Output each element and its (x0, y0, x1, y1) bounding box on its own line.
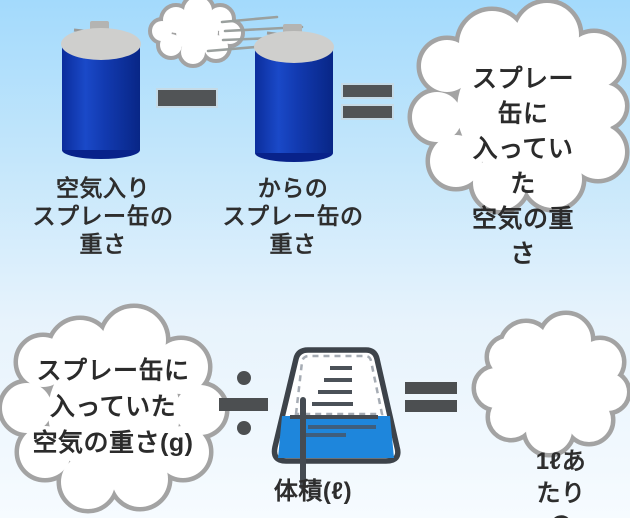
can-empty-weight-label: からの スプレー缶の 重さ (222, 175, 364, 257)
volume-label: 体積(ℓ) (273, 478, 353, 505)
equals-bar (343, 106, 392, 118)
equals-bar (405, 400, 457, 412)
equals-bar (405, 382, 457, 394)
weight-cloud-text: スプレー缶に 入っていた 空気の重さ(g) (32, 357, 194, 457)
spray-can-full-icon (59, 19, 143, 161)
divide-dot (237, 371, 251, 385)
per-liter-weight-label: 1ℓあたりの 空気の重さ (535, 448, 587, 518)
divide-bar (219, 398, 268, 411)
divide-dot (237, 421, 251, 435)
spray-can-empty-icon (252, 22, 336, 164)
equals-bar (343, 85, 392, 97)
result-cloud-text: スプレー缶に 入っていた 空気の重さ (471, 65, 574, 268)
cup-graduation-marks (312, 366, 353, 406)
measuring-cup-icon (271, 347, 401, 490)
air-result-cloud-icon (476, 315, 627, 453)
can-full-weight-label: 空気入り スプレー缶の 重さ (32, 175, 174, 257)
minus-icon (158, 90, 216, 106)
